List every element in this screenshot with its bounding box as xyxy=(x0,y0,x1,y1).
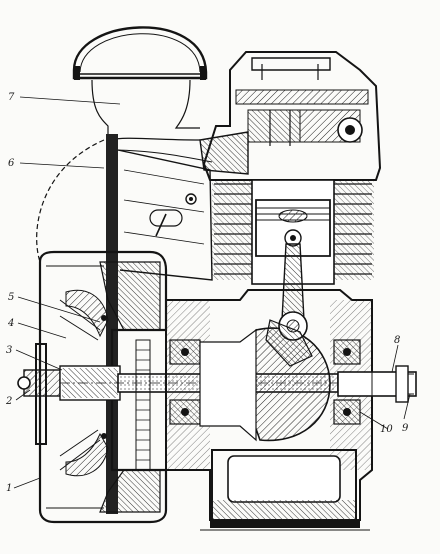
callout-5: 5 xyxy=(8,292,14,303)
cylinder xyxy=(199,51,382,367)
fan-cowl xyxy=(36,134,213,514)
callout-10: 10 xyxy=(380,424,393,435)
callout-7: 7 xyxy=(8,92,15,103)
callout-9: 9 xyxy=(402,423,409,434)
air-intake-hood xyxy=(72,26,208,80)
callout-6: 6 xyxy=(8,158,15,169)
callout-1: 1 xyxy=(6,483,12,494)
callout-2: 2 xyxy=(5,396,12,407)
callout-8: 8 xyxy=(394,335,400,346)
callout-4: 4 xyxy=(7,318,14,329)
callout-3: 3 xyxy=(6,345,12,356)
fan-housing xyxy=(35,250,168,524)
crankcase xyxy=(135,289,417,531)
leader-lines xyxy=(13,96,411,489)
